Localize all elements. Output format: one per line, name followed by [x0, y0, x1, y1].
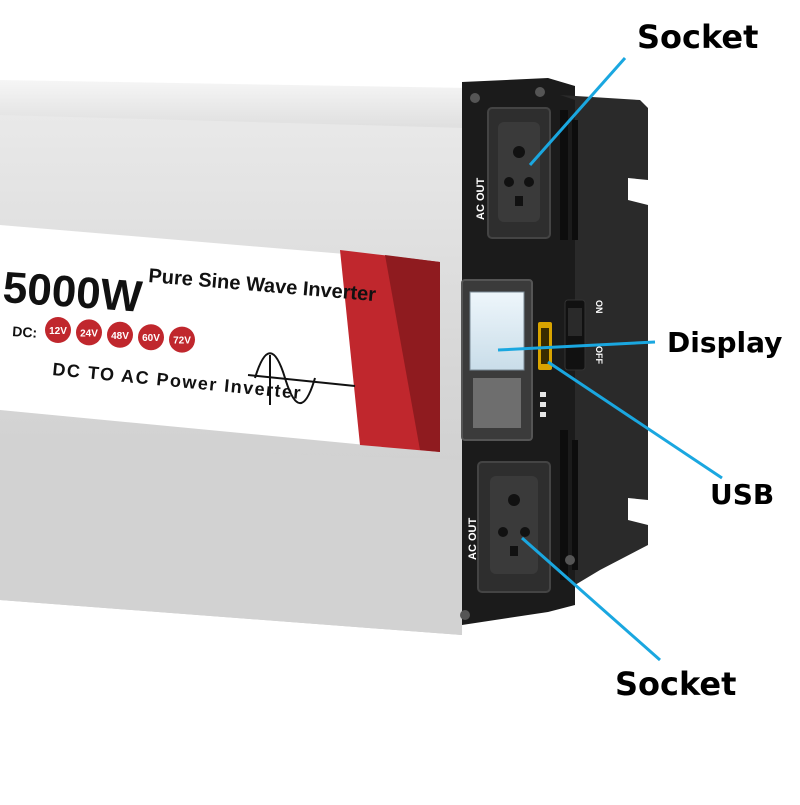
- voltage-badge: [169, 326, 195, 353]
- ac-socket-bottom: [477, 461, 551, 593]
- dc-prefix: DC:: [12, 323, 38, 341]
- voltage-badge: [45, 317, 71, 343]
- voltage-badge-label: 12V: [49, 326, 67, 337]
- callout-line-usb: [547, 360, 723, 480]
- vent-grille: [560, 110, 578, 580]
- display-module: [461, 279, 533, 441]
- mounting-bracket: [560, 95, 648, 585]
- voltage-badge-label: 48V: [111, 331, 129, 342]
- port-label-bottom: AC OUT: [467, 518, 479, 560]
- callout-line-socket-bottom: [521, 536, 661, 662]
- voltage-badge: [138, 324, 164, 351]
- screw-icon: [535, 87, 545, 97]
- callout-usb: USB: [710, 478, 775, 511]
- housing-top: [0, 80, 470, 130]
- callout-line-socket-top: [528, 57, 627, 166]
- indicator-lights: [540, 392, 546, 417]
- port-label-top: AC OUT: [475, 178, 487, 220]
- screw-icon: [470, 93, 480, 103]
- ac-socket-top: [487, 107, 551, 239]
- callout-socket-top: Socket: [637, 18, 759, 56]
- screw-icon: [565, 555, 575, 565]
- switch-on-label: ON: [594, 300, 604, 314]
- voltage-badges: 12V 24V 48V 60V 72V: [45, 317, 195, 353]
- usb-port: [538, 322, 552, 370]
- voltage-badge-label: 60V: [142, 333, 160, 344]
- voltage-badge-label: 72V: [173, 336, 191, 347]
- voltage-badge-label: 24V: [80, 328, 98, 339]
- voltage-badge: [107, 321, 133, 348]
- screw-icon: [460, 610, 470, 620]
- wattage-label: 5000W: [1, 263, 144, 322]
- sine-wave-icon: [247, 352, 356, 405]
- callout-socket-bottom: Socket: [615, 665, 737, 703]
- callout-line-display: [497, 340, 656, 352]
- power-switch: [564, 299, 586, 371]
- callout-display: Display: [667, 326, 783, 359]
- housing-lower-shade: [0, 445, 462, 635]
- product-label: [0, 225, 440, 452]
- voltage-badge: [76, 319, 102, 346]
- switch-off-label: OFF: [594, 346, 604, 364]
